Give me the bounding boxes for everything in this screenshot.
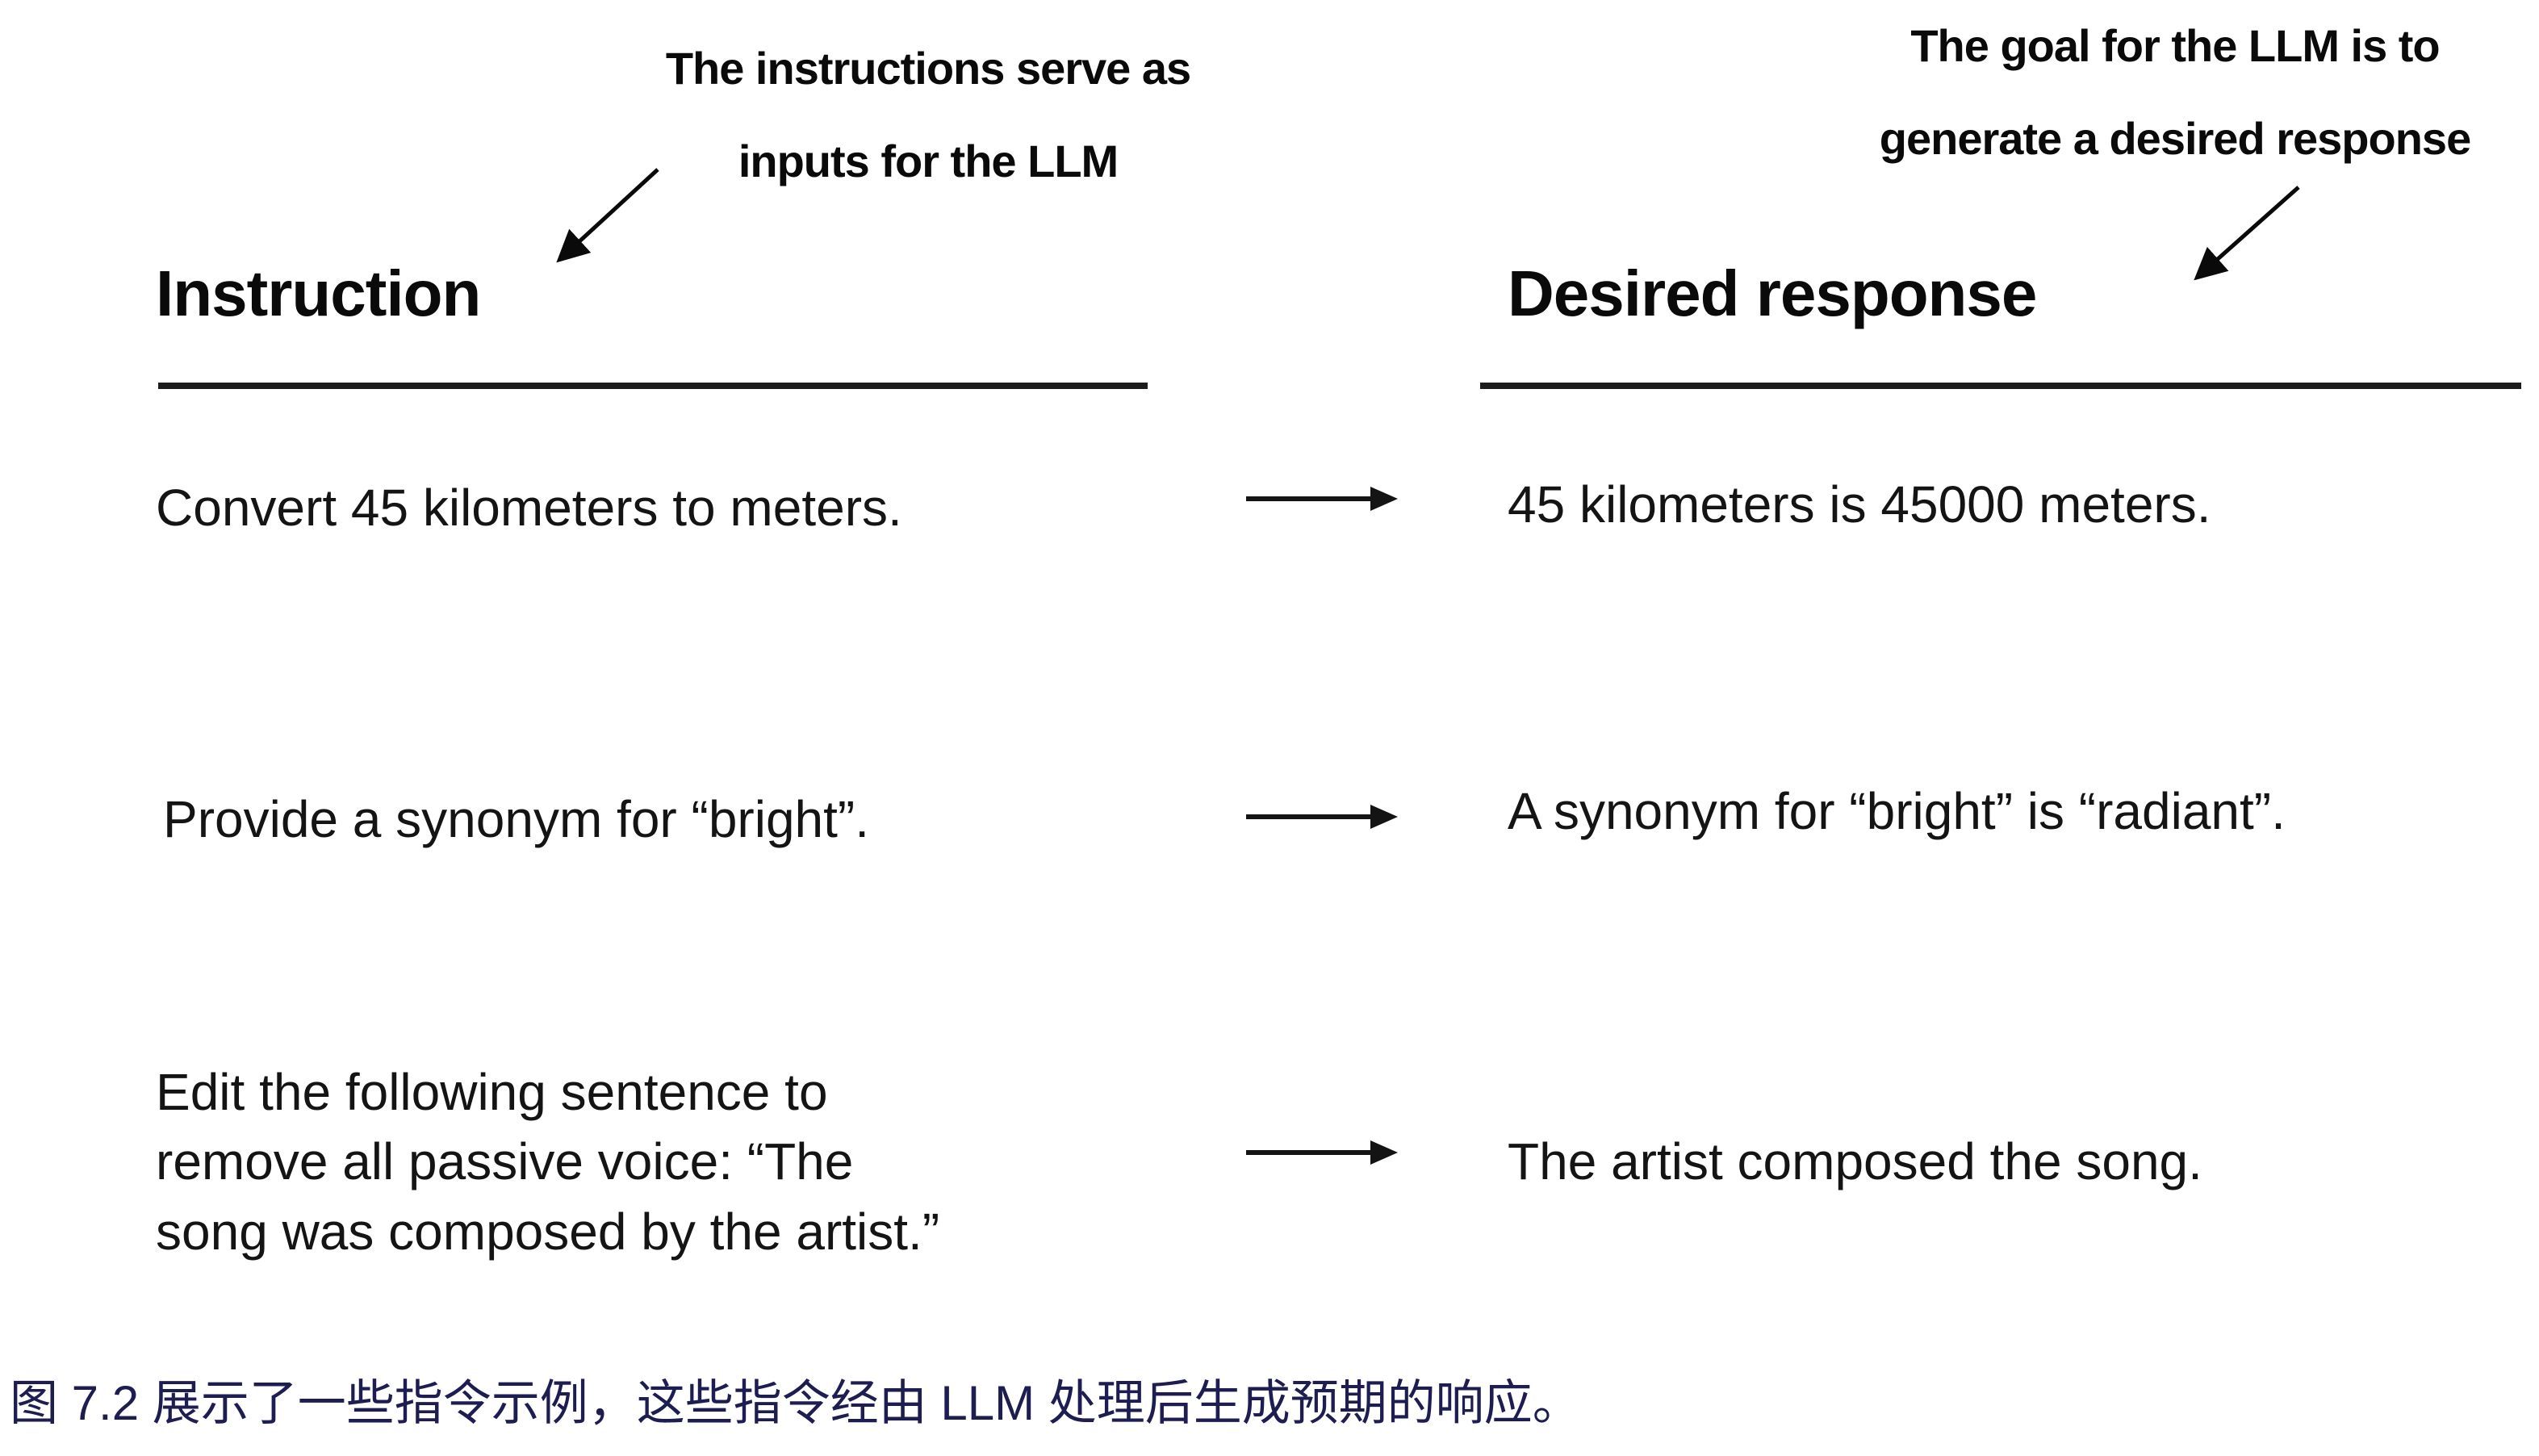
instruction-text: Edit the following sentence to remove al… — [156, 1063, 940, 1261]
figure-caption: 图 7.2 展示了一些指令示例，这些指令经由 LLM 处理后生成预期的响应。 — [10, 1376, 1581, 1430]
response-text: The artist composed the song. — [1508, 1132, 2202, 1190]
arrow-right-icon — [1246, 805, 1398, 829]
column-header-instruction: Instruction — [156, 257, 481, 329]
annotation-arrow-down-left-icon — [2194, 186, 2300, 281]
response-text: 45 kilometers is 45000 meters. — [1508, 475, 2211, 533]
instruction-text: Provide a synonym for “bright”. — [163, 790, 869, 848]
arrow-right-icon — [1246, 1140, 1398, 1165]
column-header-desired-response: Desired response — [1508, 257, 2037, 329]
header-underline-left — [158, 383, 1148, 389]
annotation-instructions-input: The instructions serve as inputs for the… — [665, 43, 1191, 186]
instruction-text: Convert 45 kilometers to meters. — [156, 479, 902, 537]
arrow-right-icon — [1246, 487, 1398, 511]
annotation-goal-response: The goal for the LLM is to generate a de… — [1879, 20, 2471, 164]
response-text: A synonym for “bright” is “radiant”. — [1508, 782, 2286, 840]
annotation-arrow-down-left-icon — [556, 168, 659, 263]
header-underline-right — [1480, 383, 2521, 389]
